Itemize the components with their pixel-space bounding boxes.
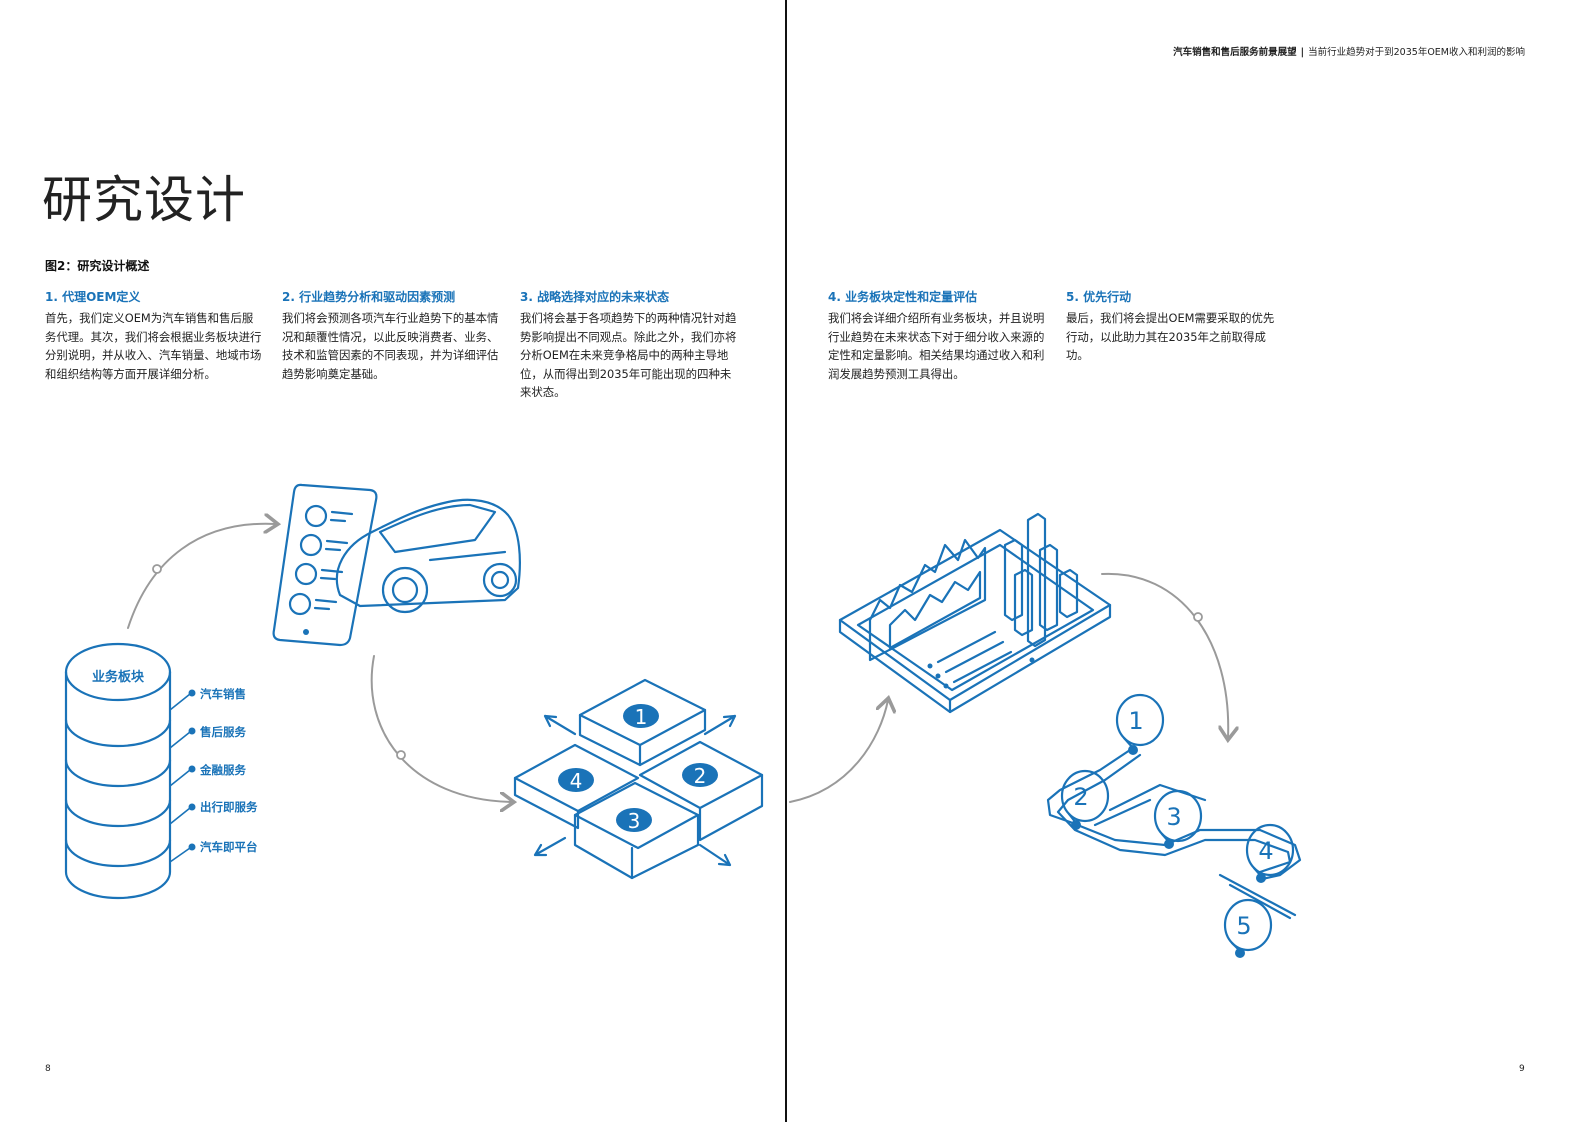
- segment-item: 出行即服务: [200, 800, 258, 814]
- car-illustration: [335, 498, 521, 614]
- step-1: 1. 代理OEM定义 首先，我们定义OEM为汽车销售和售后服务代理。其次，我们将…: [45, 288, 263, 383]
- figure-caption: 图2：研究设计概述: [45, 259, 150, 273]
- dashboard-illustration: [838, 512, 1112, 714]
- svg-text:1: 1: [635, 705, 648, 729]
- segment-stack-heading: 业务板块: [92, 669, 145, 685]
- step-body: 我们将会详细介绍所有业务板块，并且说明行业趋势在未来状态下对于细分收入来源的定性…: [828, 311, 1045, 381]
- action-pin: 4: [1245, 823, 1295, 883]
- page-number-left: 8: [45, 1064, 51, 1074]
- svg-text:3: 3: [1166, 803, 1181, 831]
- step-title: 1. 代理OEM定义: [45, 290, 141, 304]
- arc-node: [1193, 612, 1203, 622]
- step-title: 5. 优先行动: [1066, 290, 1132, 304]
- arrow-icon: [703, 714, 737, 736]
- arc-4: [1101, 572, 1228, 738]
- future-state-badge: 2: [682, 763, 718, 788]
- svg-text:2: 2: [694, 764, 707, 788]
- svg-text:2: 2: [1073, 783, 1088, 811]
- header-separator: |: [1300, 47, 1305, 58]
- report-title: 汽车销售和售后服务前景展望: [1173, 47, 1297, 58]
- smartphone-illustration: [272, 483, 378, 647]
- arrow-icon: [533, 836, 567, 857]
- step-title: 2. 行业趋势分析和驱动因素预测: [282, 290, 456, 304]
- action-roadmap: 1 2 3 4 5: [1046, 693, 1302, 958]
- segment-item: 售后服务: [199, 725, 246, 739]
- spread-divider: [785, 0, 787, 1122]
- step-3: 3. 战略选择对应的未来状态 我们将会基于各项趋势下的两种情况针对趋势影响提出不…: [520, 288, 738, 402]
- arc-1: [127, 524, 276, 629]
- arc-node: [152, 564, 162, 574]
- svg-text:4: 4: [1258, 837, 1273, 865]
- step-4: 4. 业务板块定性和定量评估 我们将会详细介绍所有业务板块，并且说明行业趋势在未…: [828, 288, 1046, 383]
- action-pin: 2: [1060, 769, 1110, 830]
- step-body: 最后，我们将会提出OEM需要采取的优先行动，以此助力其在2035年之前取得成功。: [1066, 311, 1275, 362]
- svg-text:5: 5: [1236, 912, 1251, 940]
- arc-2: [370, 655, 512, 802]
- flow-arcs: [127, 524, 1228, 803]
- step-body: 首先，我们定义OEM为汽车销售和售后服务代理。其次，我们将会根据业务板块进行分别…: [45, 311, 262, 381]
- segment-list: 汽车销售 售后服务 金融服务 出行即服务 汽车即平台: [169, 687, 258, 863]
- page-number-right: 9: [1519, 1064, 1525, 1074]
- step-title: 3. 战略选择对应的未来状态: [520, 290, 670, 304]
- segment-stack: 业务板块 汽车销售 售后服务 金融服务 出行即服务 汽车即平台: [64, 642, 258, 900]
- segment-item: 金融服务: [199, 763, 246, 777]
- segment-item: 汽车即平台: [200, 840, 258, 854]
- arc-3: [789, 700, 888, 803]
- running-header: 汽车销售和售后服务前景展望|当前行业趋势对于到2035年OEM收入和利润的影响: [1173, 44, 1525, 58]
- segment-item: 汽车销售: [200, 687, 246, 701]
- future-state-tiles: 1 2 3 4: [513, 678, 764, 880]
- app-list: [288, 504, 354, 616]
- step-2: 2. 行业趋势分析和驱动因素预测 我们将会预测各项汽车行业趋势下的基本情况和颠覆…: [282, 288, 500, 383]
- page-title: 研究设计: [42, 171, 246, 229]
- action-pin: 3: [1153, 789, 1203, 849]
- step-body: 我们将会基于各项趋势下的两种情况针对趋势影响提出不同观点。除此之外，我们亦将分析…: [520, 311, 737, 399]
- future-state-badge: 3: [616, 808, 652, 833]
- action-pin: 1: [1115, 693, 1165, 755]
- svg-text:4: 4: [570, 769, 583, 793]
- arc-node: [396, 750, 406, 760]
- step-5: 5. 优先行动 最后，我们将会提出OEM需要采取的优先行动，以此助力其在2035…: [1066, 288, 1284, 365]
- svg-text:1: 1: [1128, 707, 1143, 735]
- step-title: 4. 业务板块定性和定量评估: [828, 290, 978, 304]
- report-subtitle: 当前行业趋势对于到2035年OEM收入和利润的影响: [1308, 47, 1525, 58]
- arrow-icon: [543, 714, 577, 736]
- action-pin: 5: [1223, 898, 1273, 958]
- arrow-icon: [698, 843, 732, 867]
- future-state-badge: 1: [623, 704, 659, 729]
- future-state-badge: 4: [558, 768, 594, 793]
- step-body: 我们将会预测各项汽车行业趋势下的基本情况和颠覆性情况，以此反映消费者、业务、技术…: [282, 311, 499, 381]
- svg-text:3: 3: [628, 809, 641, 833]
